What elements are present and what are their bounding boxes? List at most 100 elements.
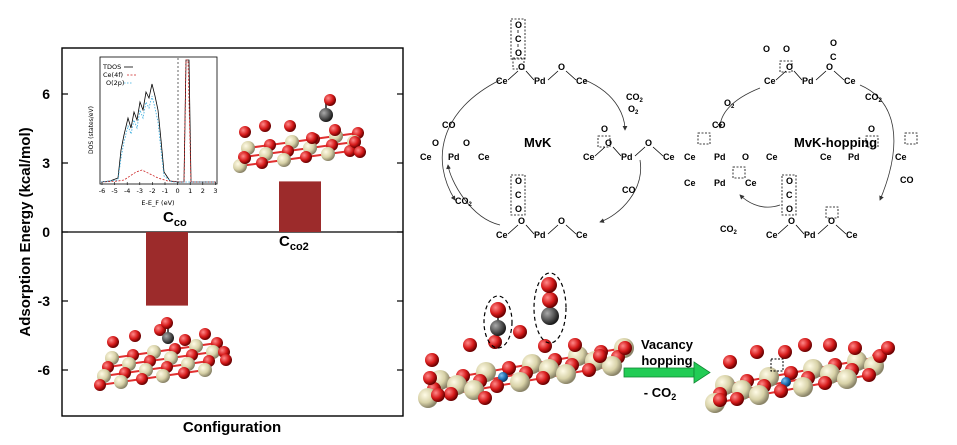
c-atom (162, 332, 174, 344)
ce-label: Ce (766, 152, 778, 162)
o-atom (774, 384, 788, 398)
legend-o2p: O(2p) (106, 79, 124, 87)
o-atom (618, 341, 632, 355)
o2-label: O2 (628, 104, 639, 116)
o-label: O (515, 48, 522, 58)
co-label: CO (442, 120, 456, 130)
dashed-box (865, 135, 879, 148)
bond-line (594, 146, 606, 157)
dashed-box (510, 18, 526, 60)
co-label: CO (712, 120, 726, 130)
ce-label: Ce (764, 76, 776, 86)
legend-ce4f: Ce(4f) (103, 71, 123, 79)
inset-x-tick-label: -5 (111, 187, 117, 195)
o-label: O (645, 138, 652, 148)
highlight-ellipse (483, 295, 513, 349)
o-atom (513, 325, 527, 339)
inset-x-tick-label: -4 (124, 187, 130, 195)
inset-x-tick-label: 2 (201, 187, 205, 195)
o-label: O (742, 152, 749, 162)
y-axis-ticks: 6 3 0 -3 -6 (38, 86, 403, 378)
o2-label: O2 (724, 98, 735, 110)
o-atom (541, 277, 557, 293)
legend-tdos: TDOS (102, 63, 121, 71)
x-axis-label: Configuration (183, 419, 281, 436)
dashed-box (512, 57, 525, 70)
bond-line (652, 146, 664, 157)
mvk-hopping-title: MvK-hopping (794, 135, 877, 150)
bond-line (612, 146, 622, 157)
ce-atom (114, 375, 128, 389)
mvk-cycle: MvK CeOPdOCeOCOCeOPdOCeOCO2O2COCeOPdOCeO… (420, 18, 675, 240)
ce-atom (749, 385, 769, 405)
bond-line (547, 224, 559, 235)
bond-line (777, 224, 789, 235)
o-label: O (515, 204, 522, 214)
bar-label-cco: Cco (163, 209, 187, 229)
o-atom (444, 387, 458, 401)
o-atom (129, 330, 141, 342)
ce-atom (793, 377, 813, 397)
o-atom (136, 373, 148, 385)
bond-line (525, 70, 535, 81)
dashed-box (732, 166, 746, 179)
bars (146, 181, 321, 306)
o-atom (723, 355, 737, 369)
ce-label: Ce (844, 76, 856, 86)
o-label: O (830, 38, 837, 48)
o-label: O (605, 138, 612, 148)
ce-atom (321, 147, 335, 161)
pd-label: Pd (448, 152, 460, 162)
o-atom (423, 371, 437, 385)
o-atom (862, 368, 876, 382)
c-label: C (830, 52, 837, 62)
vacancy-hopping-arrow: Vacancy hopping - CO2 (623, 337, 711, 402)
o-label: O (828, 216, 835, 226)
y-tick-label: 0 (42, 224, 50, 240)
o-atom (344, 145, 356, 157)
o-atom (730, 392, 744, 406)
arrow-right-down (599, 159, 642, 223)
c-atom (490, 320, 506, 336)
o-atom (220, 354, 232, 366)
o-label: O (518, 62, 525, 72)
o-atom (823, 338, 837, 352)
ce-label: Ce (684, 152, 696, 162)
bond-line (795, 224, 805, 235)
c-label: C (515, 190, 522, 200)
ce-label: Ce (895, 152, 907, 162)
y-tick-label: -6 (38, 362, 51, 378)
o-atom (425, 353, 439, 367)
o-label: O (515, 176, 522, 186)
dashed-box (904, 132, 918, 145)
arrow-top-right (584, 79, 628, 131)
inset-x-tick-label: -2 (149, 187, 155, 195)
bond-line (793, 70, 803, 81)
ce-label: Ce (846, 230, 858, 240)
ce-label: Ce (420, 152, 432, 162)
co2-label: CO2 (865, 92, 883, 104)
o-atom (798, 338, 812, 352)
ce4f-curve (100, 59, 216, 183)
o-label: O (783, 44, 790, 54)
arrow-text-hopping: hopping (641, 353, 692, 368)
hop-arrow-bottom (739, 194, 781, 208)
y-tick-label: -3 (38, 293, 51, 309)
pd-label: Pd (534, 76, 546, 86)
dashed-box (779, 60, 793, 73)
co-label: CO (900, 175, 914, 185)
bar-c-co2 (279, 181, 321, 232)
inset-x-tick-label: 3 (213, 187, 217, 195)
o-atom (161, 317, 173, 329)
ce-atom (837, 369, 857, 389)
o-atom (478, 391, 492, 405)
o-atom (750, 345, 764, 359)
pd-label: Pd (848, 152, 860, 162)
hop-arrow-left (717, 87, 761, 129)
o-atom (881, 341, 895, 355)
y-tick-label: 6 (42, 86, 50, 102)
pd-label: Pd (804, 230, 816, 240)
o-atom (239, 152, 251, 164)
